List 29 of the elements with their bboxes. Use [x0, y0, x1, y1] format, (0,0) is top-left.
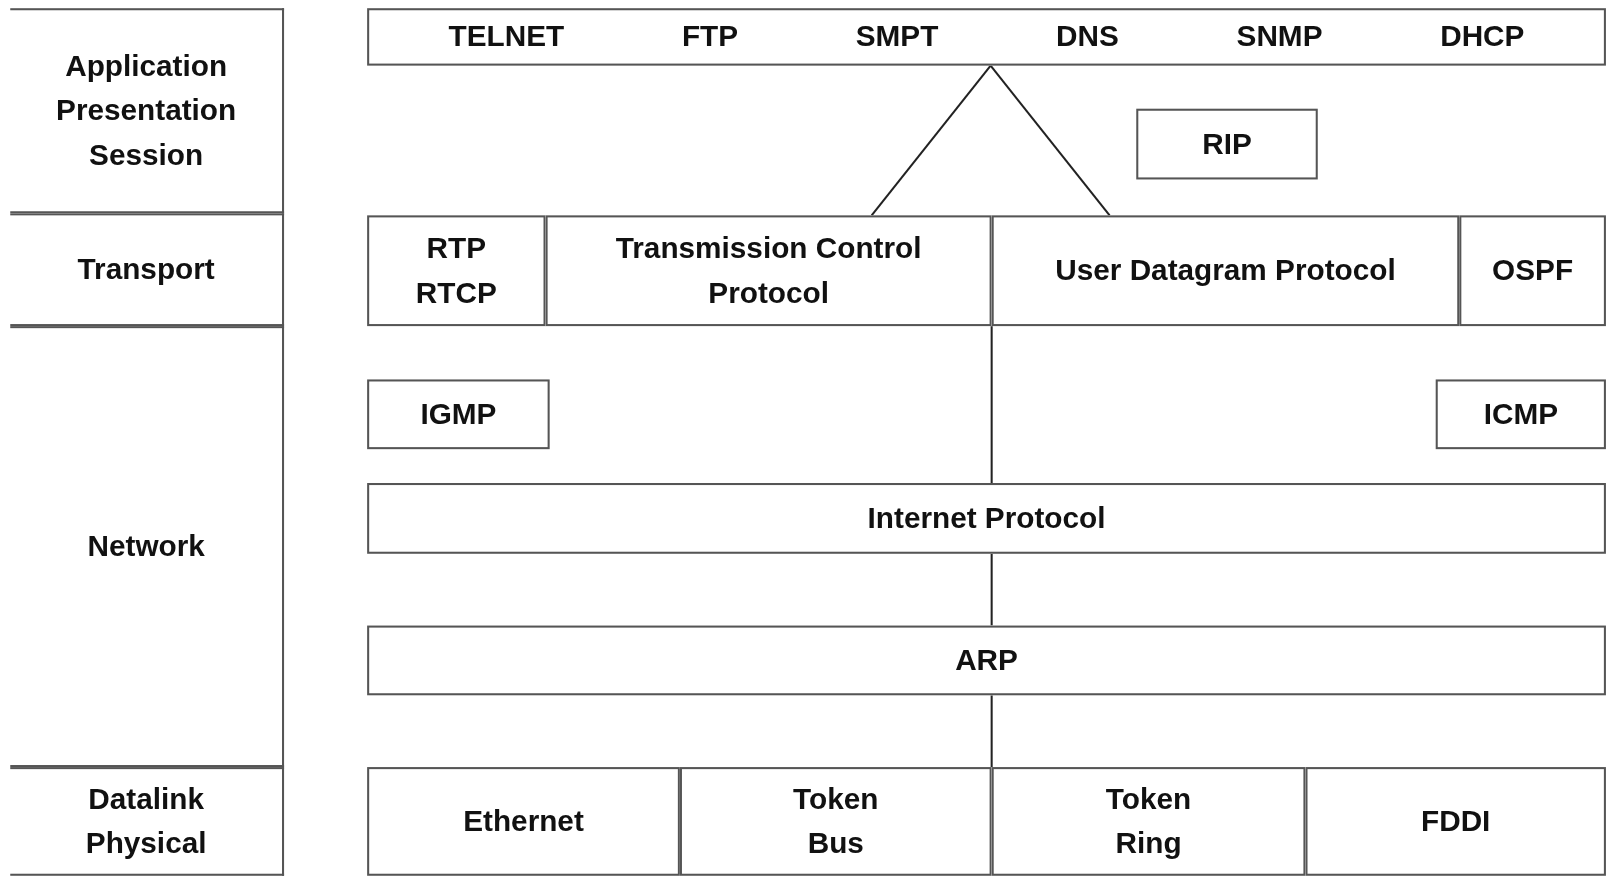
protocol-label: TELNET: [448, 18, 565, 55]
protocol-bar: [367, 8, 1606, 66]
protocol-box: Token Ring: [991, 767, 1306, 876]
connector-line: [990, 553, 993, 626]
protocol-box: ARP: [367, 625, 1606, 696]
protocol-box: OSPF: [1459, 215, 1606, 327]
protocol-box: Transmission Control Protocol: [545, 215, 992, 327]
protocol-label: DNS: [1056, 18, 1119, 55]
protocol-box: FDDI: [1305, 767, 1606, 876]
protocol-label: SMPT: [855, 18, 939, 55]
connector-line: [990, 695, 993, 768]
connector-line: [989, 65, 1111, 216]
protocol-label: SNMP: [1236, 18, 1323, 55]
protocol-box: ICMP: [1435, 379, 1606, 450]
protocol-box: IGMP: [367, 379, 550, 450]
protocol-box: Ethernet: [367, 767, 680, 876]
connector-line: [990, 326, 993, 483]
protocol-box: Token Bus: [679, 767, 992, 876]
protocol-box: RIP: [1136, 108, 1318, 180]
layer-label-cell: Datalink Physical: [10, 767, 285, 876]
connector-line: [870, 65, 992, 216]
protocol-box: User Datagram Protocol: [991, 215, 1460, 327]
layer-label-cell: Application Presentation Session: [10, 8, 285, 214]
protocol-box: RTP RTCP: [367, 215, 546, 327]
layer-label-cell: Transport: [10, 213, 285, 327]
protocol-label: DHCP: [1440, 18, 1525, 55]
protocol-box: Internet Protocol: [367, 483, 1606, 554]
protocol-label: FTP: [681, 18, 739, 55]
layer-label-cell: Network: [10, 326, 285, 768]
